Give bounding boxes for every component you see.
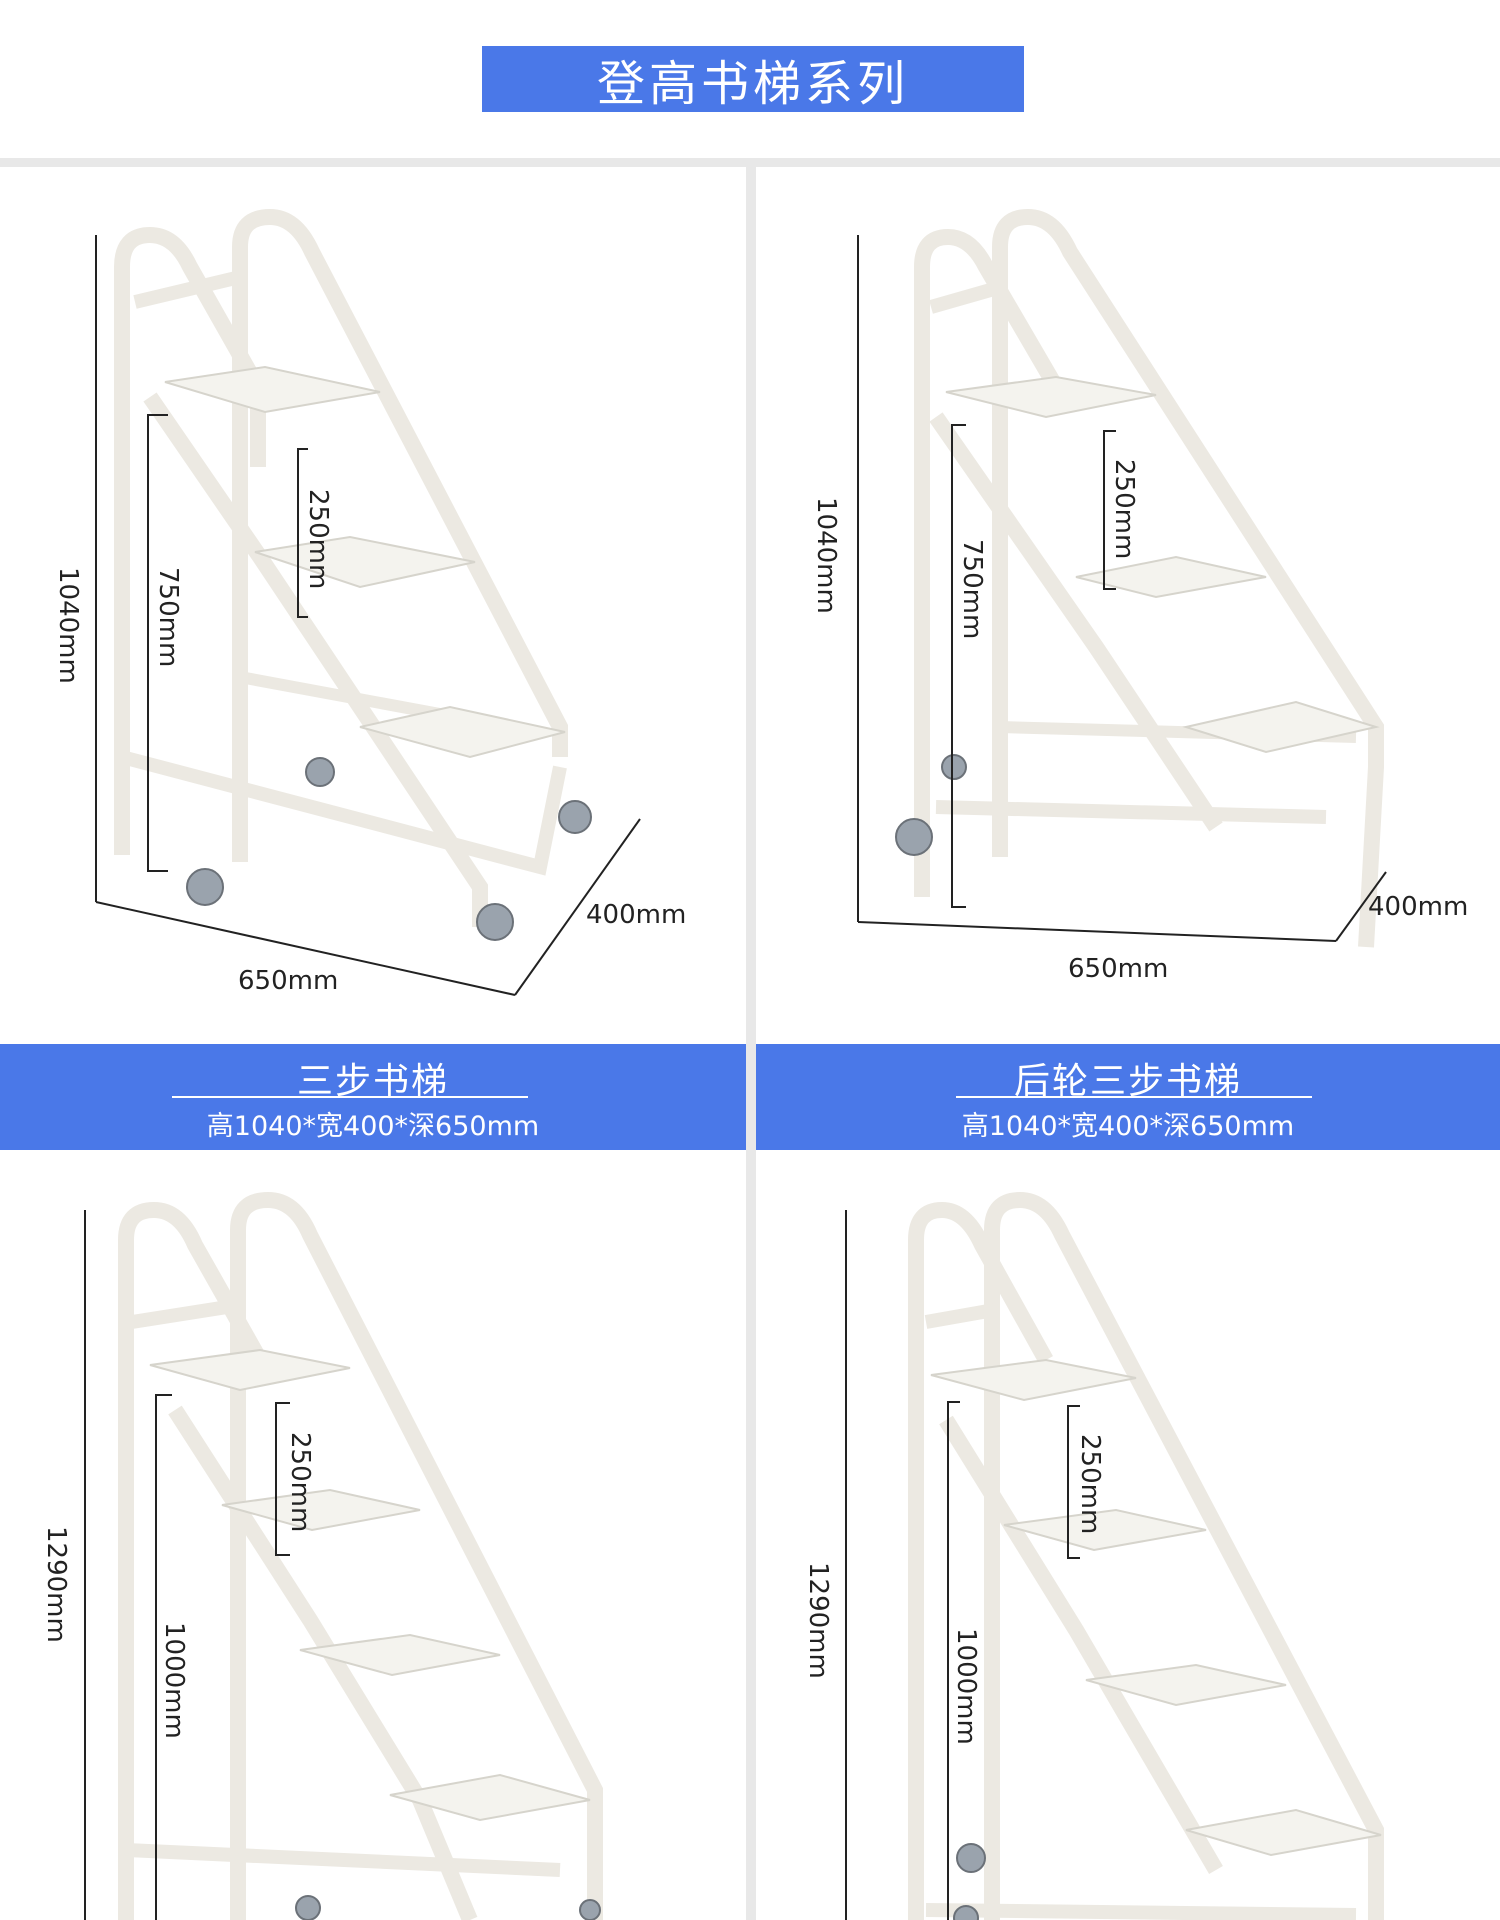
casters [295,1895,601,1920]
height-label: 1040mm [811,497,841,614]
product-spec: 高1040*宽400*深650mm [961,1111,1295,1142]
depth-label: 650mm [238,966,338,996]
product-image-three-step: 1040mm 750mm 250mm 400mm 650mm [0,167,746,1044]
product-image-rear-wheel: 1040mm 750mm 250mm 400mm 650mm [756,167,1500,1044]
depth-label: 650mm [1068,954,1168,984]
ladder-frame [118,1191,603,1920]
casters [953,1843,986,1920]
caption-rear-wheel: 后轮三步书梯 高1040*宽400*深650mm [756,1044,1500,1150]
height-label: 1040mm [53,567,83,684]
product-name: 三步书梯 [296,1061,449,1102]
step-spacing-label: 250mm [1109,459,1139,559]
product-image-four-step-rear-wheel: 1290mm 1000mm 250mm [756,1150,1500,1920]
platform-height-label: 750mm [957,539,987,639]
casters [186,757,592,941]
step-spacing-label: 250mm [1075,1434,1105,1534]
product-name: 后轮三步书梯 [1013,1061,1242,1102]
product-spec: 高1040*宽400*深650mm [206,1111,540,1142]
width-label: 400mm [586,900,686,930]
product-image-four-step: 1290mm 1000mm 250mm [0,1150,746,1920]
caption-three-step: 三步书梯 高1040*宽400*深650mm [0,1044,746,1150]
platform-height-label: 1000mm [951,1628,981,1745]
casters [895,754,967,856]
caption-underline [172,1096,528,1098]
header-divider [0,158,1500,167]
caption-underline [956,1096,1312,1098]
width-label: 400mm [1368,892,1468,922]
height-label: 1290mm [41,1526,71,1643]
platform-height-label: 750mm [153,567,183,667]
height-label: 1290mm [803,1562,833,1679]
ladder-frame [908,1191,1384,1920]
step-spacing-label: 250mm [285,1432,315,1532]
column-divider [746,167,756,1920]
ladder-frame [914,208,1384,948]
ladder-frame [114,208,568,927]
platform-height-label: 1000mm [159,1622,189,1739]
step-spacing-label: 250mm [303,489,333,589]
series-title: 登高书梯系列 [596,56,909,112]
series-title-banner: 登高书梯系列 [482,46,1024,112]
